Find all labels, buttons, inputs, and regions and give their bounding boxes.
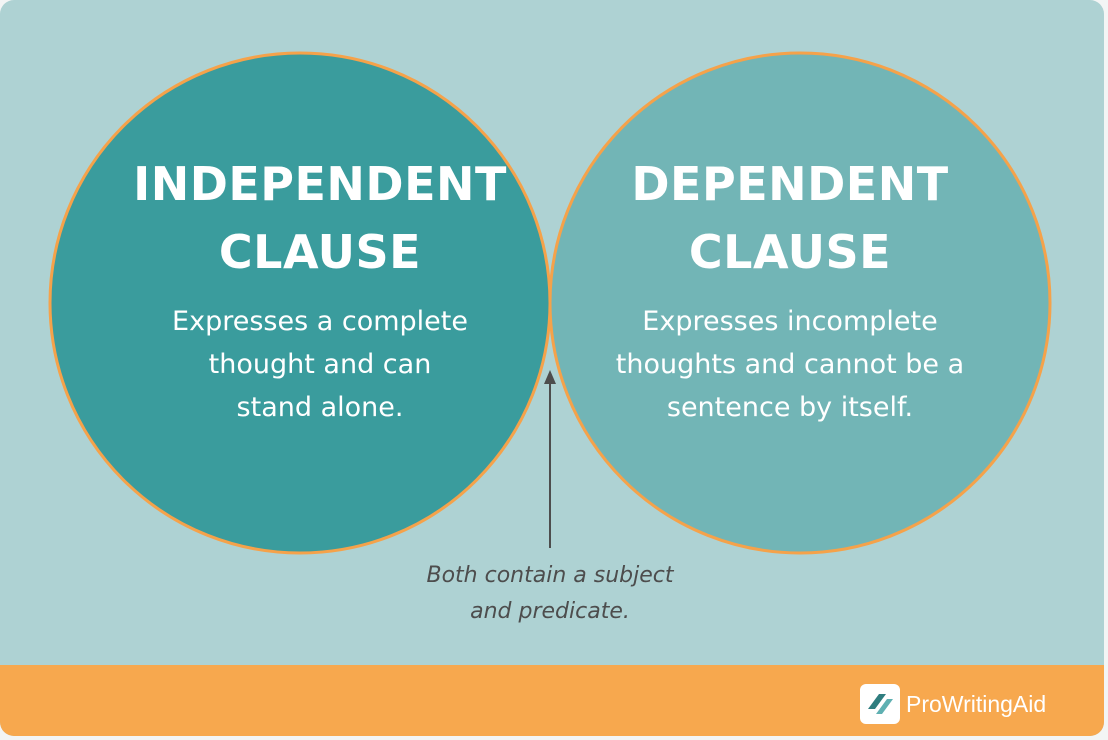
dependent-clause-desc-line1: Expresses incomplete [642,306,938,337]
dependent-clause-title-line2: CLAUSE [688,225,892,279]
overlap-annotation-line1: Both contain a subject [426,563,674,588]
footer-bar: ProWritingAid [0,665,1104,736]
logo-icon-shape [868,694,886,709]
dependent-clause-desc-line3: sentence by itself. [666,392,914,423]
independent-clause-title-line2: CLAUSE [218,225,422,279]
dependent-clause-circle [550,53,1050,553]
dependent-clause-outline [548,51,1052,555]
brand-logo: ProWritingAid [860,684,1046,724]
logo-icon-shape-2 [876,699,893,714]
independent-clause-desc-line3: stand alone. [236,392,404,423]
independent-clause-circle [50,53,550,553]
overlap-annotation: Both contain a subject and predicate. [380,558,720,630]
independent-clause-title-line1: INDEPENDENT [133,157,507,211]
independent-clause-block: INDEPENDENT CLAUSE Expresses a complete … [90,150,550,429]
prowritingaid-logo-icon [860,684,900,724]
overlap-annotation-line2: and predicate. [470,599,630,624]
dependent-clause-desc-line2: thoughts and cannot be a [615,349,965,380]
independent-clause-desc-line2: thought and can [208,349,432,380]
dependent-clause-block: DEPENDENT CLAUSE Expresses incomplete th… [565,150,1015,429]
independent-clause-desc-line1: Expresses a complete [172,306,468,337]
annotation-arrow-head [544,370,556,384]
brand-name: ProWritingAid [906,690,1047,717]
venn-diagram [48,51,1052,555]
dependent-clause-title-line1: DEPENDENT [631,157,949,211]
